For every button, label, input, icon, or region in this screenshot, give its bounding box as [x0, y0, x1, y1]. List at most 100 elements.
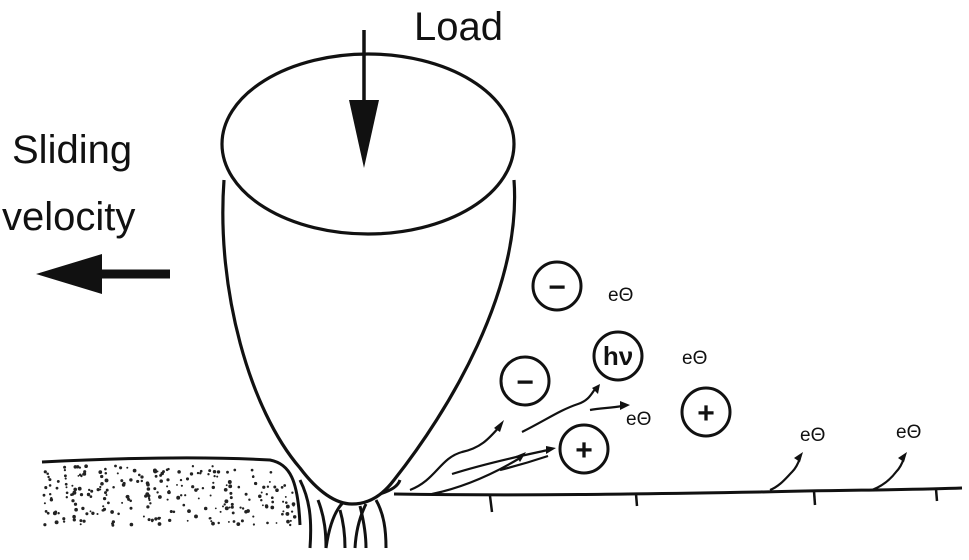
debris-dot: [146, 482, 150, 487]
debris-dot: [136, 479, 140, 483]
debris-dot: [212, 469, 217, 474]
debris-dot: [48, 478, 52, 482]
debris-dot: [262, 485, 266, 489]
debris-dot: [269, 470, 273, 474]
debris-dot: [275, 488, 279, 493]
debris-dot: [231, 511, 235, 515]
debris-dot: [42, 493, 46, 497]
electron-label: eΘ: [626, 409, 651, 430]
debris-dot: [158, 495, 162, 499]
debris-dot: [149, 502, 152, 505]
electron-label: eΘ: [682, 348, 707, 369]
electron-label: eΘ: [608, 285, 633, 306]
counter-surface: [393, 486, 963, 497]
debris-dot: [250, 468, 254, 472]
debris-dot: [214, 507, 217, 510]
debris-dot: [100, 474, 104, 479]
debris-dot: [104, 491, 107, 495]
debris-dot: [222, 505, 224, 508]
debris-dot: [182, 503, 186, 507]
debris-dot: [72, 514, 76, 519]
debris-dot: [213, 474, 216, 478]
debris-dot: [79, 523, 82, 526]
debris-dot: [55, 486, 59, 490]
debris-dot: [261, 504, 264, 507]
debris-dot: [216, 475, 219, 478]
debris-dot: [96, 487, 100, 492]
debris-dot: [260, 491, 263, 494]
debris-dot: [71, 484, 74, 487]
debris-dot: [79, 492, 84, 497]
debris-dot: [248, 498, 251, 501]
debris-dot: [244, 510, 248, 514]
debris-dot: [117, 512, 120, 516]
debris-dot: [209, 494, 212, 497]
debris-dot: [191, 465, 195, 468]
debris-dot: [80, 474, 83, 478]
debris-dot: [86, 492, 91, 497]
emission-trajectories: [409, 387, 906, 496]
debris-dot: [85, 512, 89, 516]
debris-layer: [42, 464, 297, 527]
debris-dot: [116, 472, 119, 475]
debris-dot: [126, 466, 129, 469]
debris-dot: [284, 495, 287, 498]
debris-dot: [166, 498, 169, 501]
electron-label: eΘ: [800, 425, 825, 446]
debris-dot: [196, 471, 200, 475]
debris-dot: [159, 479, 163, 483]
debris-dot: [224, 506, 229, 511]
debris-dot: [62, 517, 66, 521]
debris-dot: [79, 519, 83, 523]
debris-dot: [44, 486, 48, 490]
debris-dot: [89, 510, 92, 513]
debris-dot: [57, 511, 60, 515]
debris-dot: [104, 467, 107, 471]
debris-dot: [102, 507, 107, 511]
debris-dot: [227, 520, 230, 523]
debris-dot: [223, 487, 228, 492]
debris-dot: [291, 491, 294, 494]
pin-body: [221, 179, 517, 506]
debris-dot: [48, 492, 52, 496]
debris-dot: [73, 502, 78, 506]
svg-text:+: +: [697, 397, 715, 430]
debris-dot: [110, 510, 114, 514]
debris-layer-outline: [41, 456, 302, 526]
debris-dot: [43, 523, 47, 527]
debris-dot: [91, 511, 95, 515]
debris-dot: [228, 484, 233, 489]
debris-dot: [240, 519, 244, 523]
debris-dot: [56, 479, 60, 483]
debris-dot: [223, 503, 226, 506]
debris-dot: [282, 510, 285, 513]
debris-dot: [158, 516, 162, 519]
debris-dot: [151, 520, 154, 523]
debris-dot: [74, 507, 78, 512]
sliding-label-line1: Sliding: [12, 128, 132, 172]
debris-dot: [233, 468, 237, 472]
debris-dot: [176, 483, 178, 486]
debris-dot: [62, 520, 66, 523]
debris-dot: [114, 464, 117, 468]
debris-dot: [77, 475, 80, 477]
debris-dot: [100, 482, 104, 486]
debris-dot: [142, 515, 145, 518]
debris-dot: [212, 481, 215, 484]
debris-dot: [140, 479, 144, 483]
debris-dot: [176, 495, 181, 500]
debris-dot: [140, 475, 144, 479]
debris-dot: [64, 477, 67, 480]
load-label: Load: [414, 5, 503, 49]
debris-dot: [258, 494, 262, 499]
debris-dot: [102, 496, 107, 501]
debris-dot: [281, 512, 284, 516]
debris-dot: [280, 486, 284, 489]
debris-dot: [285, 504, 290, 509]
debris-dot: [229, 496, 233, 500]
debris-dot: [270, 496, 274, 500]
debris-dot: [211, 485, 216, 490]
debris-dot: [96, 512, 99, 516]
